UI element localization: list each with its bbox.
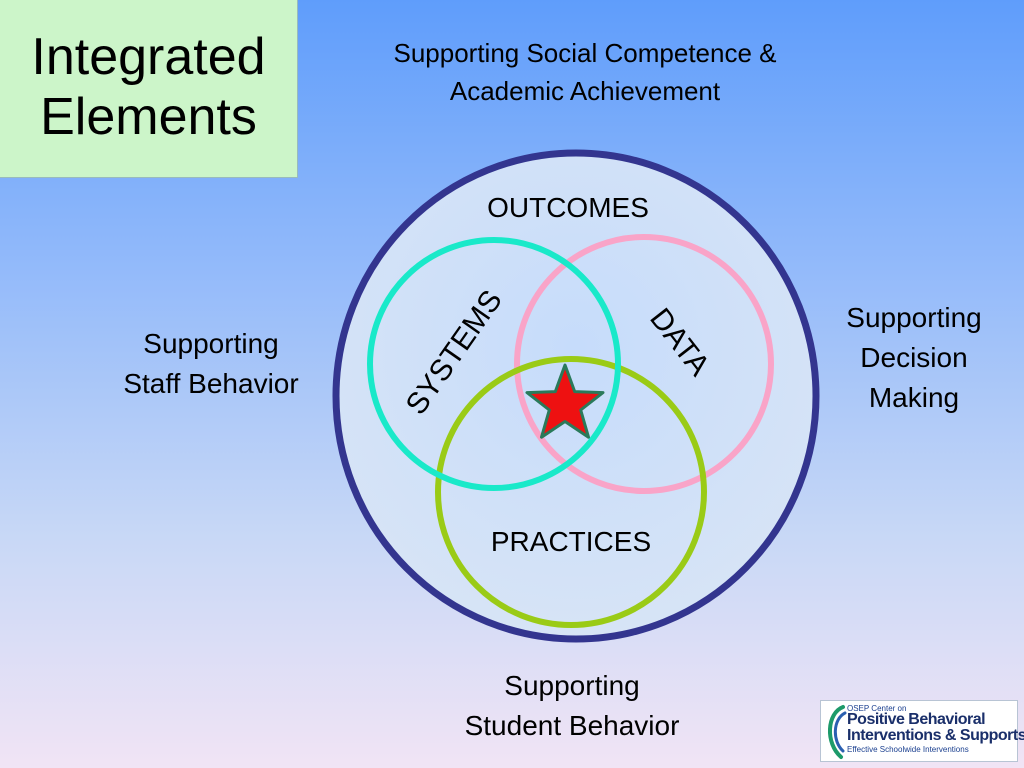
bottom-label: Supporting Student Behavior — [412, 666, 732, 746]
right-label-line-3: Making — [868, 382, 960, 413]
title-line-2: Elements — [40, 87, 257, 146]
systems-circle — [367, 237, 621, 491]
practices-label: PRACTICES — [491, 526, 651, 557]
logo-line-2: Positive Behavioral — [847, 711, 986, 728]
top-label: Supporting Social Competence & Academic … — [290, 34, 880, 110]
left-label-line-1: Supporting — [143, 328, 279, 359]
logo-line-3: Interventions & Supports — [847, 727, 1024, 744]
star-icon — [525, 363, 605, 439]
left-label-line-2: Staff Behavior — [123, 368, 299, 399]
pbis-logo: OSEP Center on Positive Behavioral Inter… — [820, 700, 1024, 762]
bottom-label-line-1: Supporting — [504, 670, 640, 701]
top-label-line-2: Academic Achievement — [449, 76, 721, 106]
right-label: Supporting Decision Making — [808, 298, 1020, 418]
top-label-line-1: Supporting Social Competence & — [393, 38, 777, 68]
logo-line-1: OSEP Center on — [847, 704, 907, 713]
bottom-label-line-2: Student Behavior — [464, 710, 680, 741]
practices-circle — [435, 356, 707, 628]
outer-label: OUTCOMES — [487, 192, 649, 223]
logo-line-4: Effective Schoolwide Interventions — [847, 745, 969, 754]
title-line-1: Integrated — [31, 27, 266, 86]
data-circle — [514, 234, 774, 494]
swoosh-logo-icon — [827, 705, 847, 759]
right-label-line-2: Decision — [860, 342, 968, 373]
left-label: Supporting Staff Behavior — [80, 324, 342, 404]
title-box: Integrated Elements — [0, 0, 298, 178]
right-label-line-1: Supporting — [846, 302, 982, 333]
